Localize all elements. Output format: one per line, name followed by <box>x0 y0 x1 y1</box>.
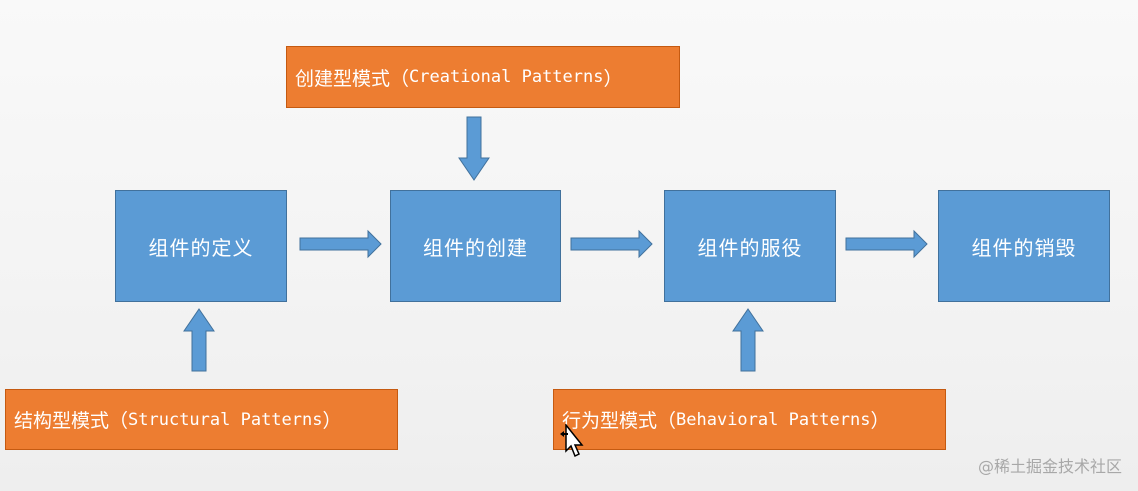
arrow-behavioral-up <box>732 308 764 372</box>
arrow-definition-to-creation <box>299 229 382 259</box>
stage-service-label: 组件的服役 <box>697 235 803 260</box>
structural-en: Structural Patterns <box>128 409 323 430</box>
stage-definition: 组件的定义 <box>115 190 287 302</box>
creational-close: ） <box>603 67 623 90</box>
move-cursor-icon <box>560 424 584 458</box>
structural-cn: 结构型模式（ <box>14 410 129 432</box>
arrow-creational-down <box>458 116 490 181</box>
behavioral-cn: 行为型模式（ <box>562 410 677 432</box>
behavioral-close: ） <box>870 410 890 432</box>
stage-definition-label: 组件的定义 <box>148 235 254 260</box>
behavioral-patterns-box: 行为型模式（Behavioral Patterns） <box>553 389 946 450</box>
stage-creation-label: 组件的创建 <box>423 235 528 260</box>
watermark: @稀土掘金技术社区 <box>977 457 1122 476</box>
structural-patterns-box: 结构型模式（Structural Patterns） <box>5 389 398 450</box>
stage-destruction-label: 组件的销毁 <box>971 235 1077 260</box>
structural-close: ） <box>322 410 342 432</box>
arrow-service-to-destruction <box>845 229 928 259</box>
creational-patterns-box: 创建型模式（Creational Patterns） <box>286 46 680 108</box>
creational-cn: 创建型模式（ <box>295 67 410 90</box>
creational-en: Creational Patterns <box>409 67 604 87</box>
arrow-structural-up <box>183 308 215 372</box>
arrow-creation-to-service <box>570 229 653 259</box>
stage-creation: 组件的创建 <box>390 190 561 302</box>
stage-service: 组件的服役 <box>664 190 836 302</box>
stage-destruction: 组件的销毁 <box>938 190 1110 302</box>
behavioral-en: Behavioral Patterns <box>676 409 871 430</box>
